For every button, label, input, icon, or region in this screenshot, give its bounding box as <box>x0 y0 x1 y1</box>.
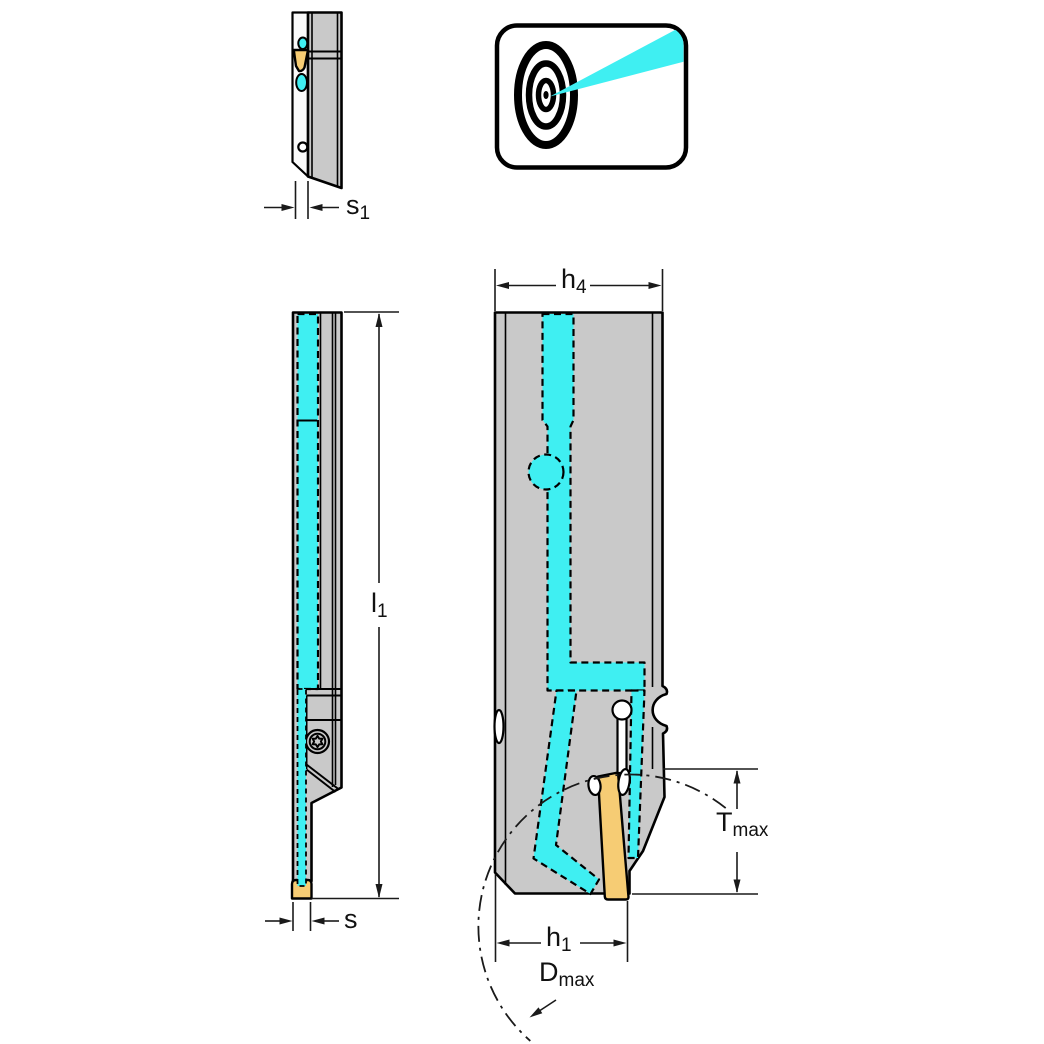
coolant-target-icon <box>494 23 689 170</box>
side-slot <box>493 708 505 745</box>
dim-label-dmax: Dmax <box>537 957 597 991</box>
insert-front <box>596 771 630 901</box>
dim-h4-base: h <box>561 264 577 294</box>
dim-s1-base: s <box>346 190 360 220</box>
dim-label-h1: h1 <box>544 924 574 955</box>
clamp-pin-head <box>611 699 633 721</box>
dim-label-s1: s1 <box>344 190 373 224</box>
dim-tmax-base: T <box>716 807 733 837</box>
holder-front-view <box>493 311 669 901</box>
dim-h4-sub: 4 <box>576 277 587 298</box>
dim-label-h4: h4 <box>559 266 589 297</box>
coolant-channel-main <box>541 312 646 692</box>
blade-cross-section-view <box>291 11 343 190</box>
dim-h1 <box>494 874 629 962</box>
dim-dmax <box>477 773 727 1042</box>
target-ring-outer <box>514 41 578 149</box>
coolant-jet-cone <box>550 27 684 97</box>
dim-s <box>265 902 339 931</box>
dim-label-s: s <box>342 906 360 937</box>
coolant-branch-lower <box>532 689 601 896</box>
holder-front-outline <box>493 311 669 895</box>
holder-profile <box>306 11 343 190</box>
coolant-channel-side <box>296 312 320 691</box>
insert-cross-section <box>292 48 310 73</box>
torx-icon <box>311 734 324 749</box>
dim-l1-sub: 1 <box>377 601 388 622</box>
dim-h4 <box>494 269 664 311</box>
coolant-channel-blade <box>296 688 307 887</box>
dim-tmax-sub: max <box>732 820 769 841</box>
target-ring-middle <box>525 60 567 130</box>
dim-label-tmax: Tmax <box>714 807 771 841</box>
clamp-pin-stem <box>616 713 628 775</box>
clamp-pin-foot <box>617 768 631 796</box>
coolant-outlet-top <box>297 36 309 51</box>
dim-dmax-sub: max <box>558 970 595 991</box>
dim-l1-base: l <box>371 588 377 618</box>
target-center <box>543 91 549 99</box>
dim-h1-sub: 1 <box>561 935 572 956</box>
dim-label-l1: l1 <box>369 590 390 621</box>
pin-hole <box>297 141 309 153</box>
dim-s-base: s <box>344 904 358 934</box>
dim-h1-base: h <box>546 922 562 952</box>
insert-side <box>290 878 313 900</box>
dim-s1-sub: 1 <box>359 203 371 224</box>
insert-notch <box>587 774 602 797</box>
dim-tmax <box>632 768 758 895</box>
dim-dmax-base: D <box>539 957 559 987</box>
dim-l1 <box>311 311 399 900</box>
dim-s1 <box>264 181 339 219</box>
coolant-outlet-bottom <box>295 73 309 92</box>
holder-side-view <box>290 311 343 900</box>
dmax-circle <box>477 773 727 1042</box>
coolant-port <box>527 453 565 491</box>
